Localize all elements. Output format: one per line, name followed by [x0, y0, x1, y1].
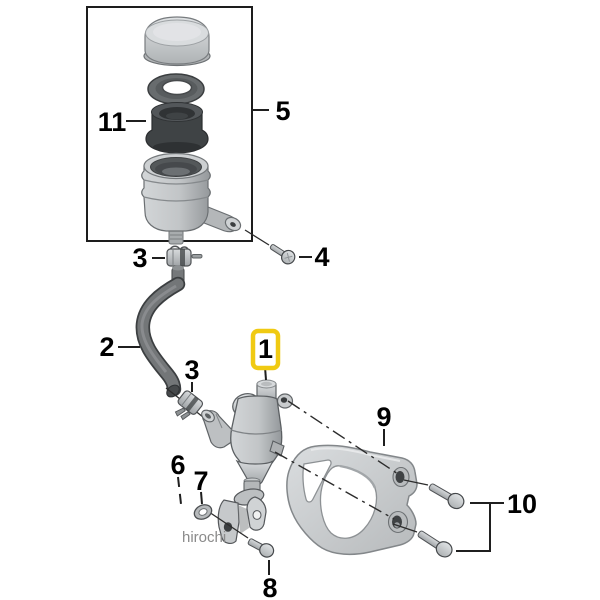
clevis-bolt — [247, 538, 275, 558]
callout-1[interactable]: 1 — [258, 334, 273, 364]
callout-4[interactable]: 4 — [314, 242, 329, 272]
callout-5[interactable]: 5 — [275, 96, 290, 126]
callout-10[interactable]: 10 — [507, 489, 537, 519]
callout-3-upper[interactable]: 3 — [132, 243, 147, 273]
callout-7[interactable]: 7 — [193, 466, 208, 496]
callout-3-lower[interactable]: 3 — [184, 355, 199, 385]
lower-bolt-axis-line — [392, 523, 418, 533]
lower-assembly-axis-line — [274, 451, 395, 520]
callout-11[interactable]: 11 — [98, 107, 127, 137]
highlight-box[interactable] — [250, 328, 281, 371]
reservoir-bellows — [145, 102, 209, 154]
callout-leader-lines — [118, 109, 504, 575]
hose-clamp-upper — [166, 245, 203, 267]
callout-8[interactable]: 8 — [262, 573, 277, 600]
watermark-text: hirochi — [182, 529, 226, 546]
master-cylinder — [217, 379, 294, 544]
hose-clamp-lower — [174, 390, 204, 421]
reservoir-body — [141, 152, 242, 245]
brake-hose — [135, 276, 186, 398]
upper-bolt-axis-line — [403, 479, 429, 486]
clevis-pin-axis-line — [205, 509, 249, 539]
screw-axis-line — [244, 229, 270, 246]
inlet-elbow — [201, 409, 236, 449]
upper-assembly-axis-line — [287, 400, 399, 475]
reservoir-screw — [269, 244, 296, 265]
bracket-bolt-upper — [428, 483, 465, 510]
reservoir-gasket — [147, 73, 205, 105]
washer — [193, 504, 213, 520]
callout-2[interactable]: 2 — [99, 332, 114, 362]
callout-9[interactable]: 9 — [376, 402, 391, 432]
mounting-bracket — [286, 444, 418, 556]
bracket-bolt-lower — [417, 530, 453, 558]
callout-6[interactable]: 6 — [170, 450, 185, 480]
reservoir-cap — [143, 16, 211, 67]
